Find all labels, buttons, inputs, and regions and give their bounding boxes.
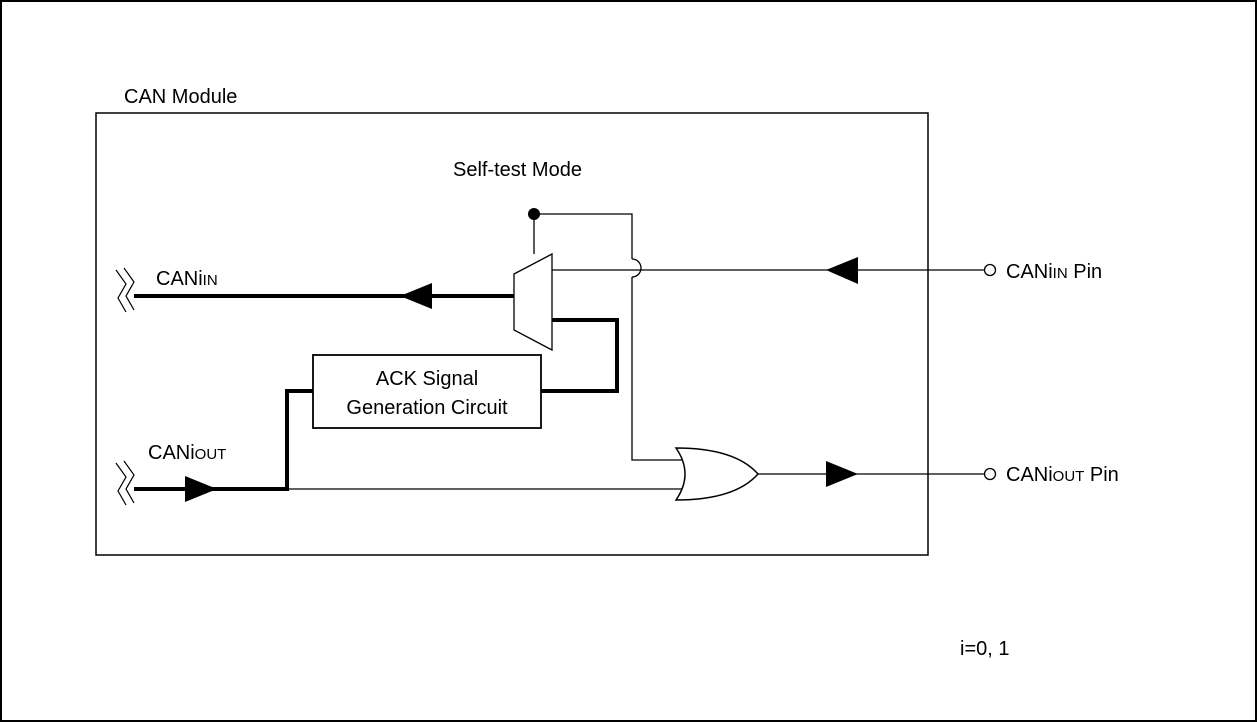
caniout-prefix: CANi: [148, 442, 195, 464]
caniout-label: CANiOUT: [148, 442, 226, 464]
caniin-suffix: IN: [203, 272, 218, 289]
caniout-suffix: OUT: [195, 446, 227, 463]
caniin-label: CANiIN: [156, 268, 218, 290]
caniout-pin-arrow: [826, 461, 858, 487]
can-module-box: [95, 112, 929, 556]
crossover-hop: [631, 258, 642, 278]
caniout-break-mark: [115, 460, 135, 506]
caniin-pin-label: CANiIN Pin: [1006, 261, 1102, 283]
caniout-pin-prefix: CANi: [1006, 464, 1053, 486]
ack-to-mux-line: [541, 318, 619, 393]
index-note: i=0, 1: [960, 638, 1009, 660]
caniin-pin-suffix: IN: [1053, 265, 1068, 282]
caniin-internal-arrow: [400, 283, 432, 309]
self-test-to-or-line: [534, 213, 633, 259]
ack-block-line2: Generation Circuit: [346, 397, 508, 419]
caniout-pin-terminal: [983, 467, 997, 481]
caniout-pin-after: Pin: [1084, 464, 1118, 486]
or-gate: [674, 447, 760, 501]
caniin-pin-terminal: [983, 263, 997, 277]
caniin-prefix: CANi: [156, 268, 203, 290]
caniout-to-ack-line: [134, 389, 313, 491]
self-test-mode-label: Self-test Mode: [453, 159, 582, 181]
self-test-or-input-line: [631, 277, 687, 461]
caniin-pin-after: Pin: [1068, 261, 1102, 283]
caniout-pin-suffix: OUT: [1053, 468, 1085, 485]
caniout-internal-arrow: [185, 476, 217, 502]
caniin-pin-arrow: [826, 257, 858, 284]
ack-signal-block: [312, 354, 542, 429]
ack-block-line1: ACK Signal: [376, 368, 478, 390]
caniin-break-mark: [115, 267, 135, 313]
caniin-pin-prefix: CANi: [1006, 261, 1053, 283]
multiplexer: [513, 252, 553, 352]
module-label: CAN Module: [124, 86, 237, 108]
caniout-pin-label: CANiOUT Pin: [1006, 464, 1119, 486]
